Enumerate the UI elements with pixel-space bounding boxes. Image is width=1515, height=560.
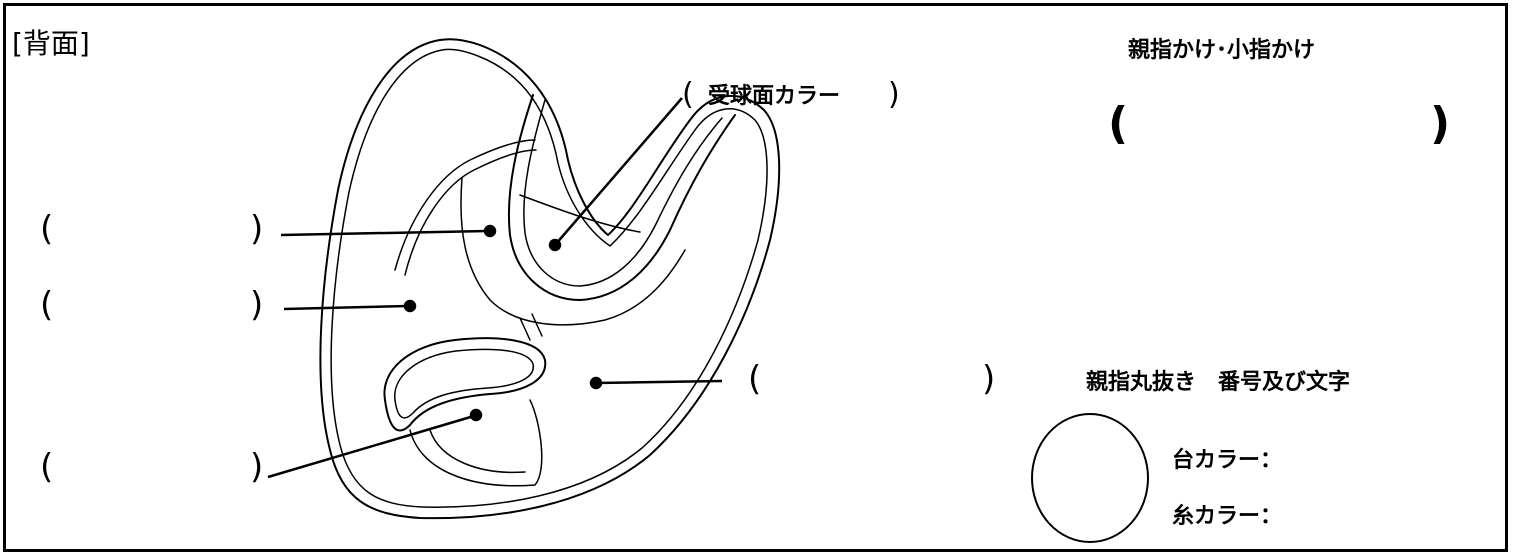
paren-open-loop: ( [1108,98,1129,149]
leader-dot-2 [403,299,417,313]
glove-finger-loop-inner [394,348,534,419]
glove-outline-inner [330,48,768,508]
glove-outline-outer [319,38,781,520]
paren-close-1: ) [250,209,264,249]
page-title: [背面] [12,27,90,60]
worksheet-frame [3,3,1508,552]
leader-dot-1 [483,224,497,238]
leader-line-1 [280,229,489,237]
glove-strap [519,313,543,341]
leader-dot-4 [469,408,483,422]
thread-color-label: 糸カラー： [1172,504,1283,529]
paren-open-2: ( [40,285,54,325]
glove-crease [394,139,536,271]
thumb-patch-circle [1031,413,1149,543]
glove-palm-band [460,177,686,326]
glove-pocket-inner [523,99,723,287]
glove-finger-loop-outer [383,337,547,432]
paren-close-loop: ) [1430,98,1451,149]
leader-dot-3 [589,376,603,390]
base-color-label: 台カラー： [1172,448,1283,473]
paren-open-4: ( [748,359,762,399]
paren-close-4: ) [982,359,996,399]
glove-heel-inner [429,429,526,474]
paren-close-palm: ) [888,77,900,112]
thumb-pinky-loop-label: 親指かけ･小指かけ [1128,38,1316,63]
leader-line-palm [554,97,683,246]
leader-line-4 [267,414,475,479]
leader-dot-palm [548,238,562,252]
paren-open-3: ( [40,447,54,487]
glove-pocket-outer [507,94,736,301]
glove-heel-outer [409,399,543,487]
palm-color-label: 受球面カラー [708,84,841,109]
paren-open-1: ( [40,209,54,249]
leader-line-2 [283,304,409,311]
thumb-patch-label: 親指丸抜き 番号及び文字 [1086,370,1351,395]
glove-crease-2 [404,149,537,276]
paren-close-2: ) [250,285,264,325]
leader-line-3 [595,379,723,385]
paren-open-palm: ( [682,77,694,112]
paren-close-3: ) [250,447,264,487]
